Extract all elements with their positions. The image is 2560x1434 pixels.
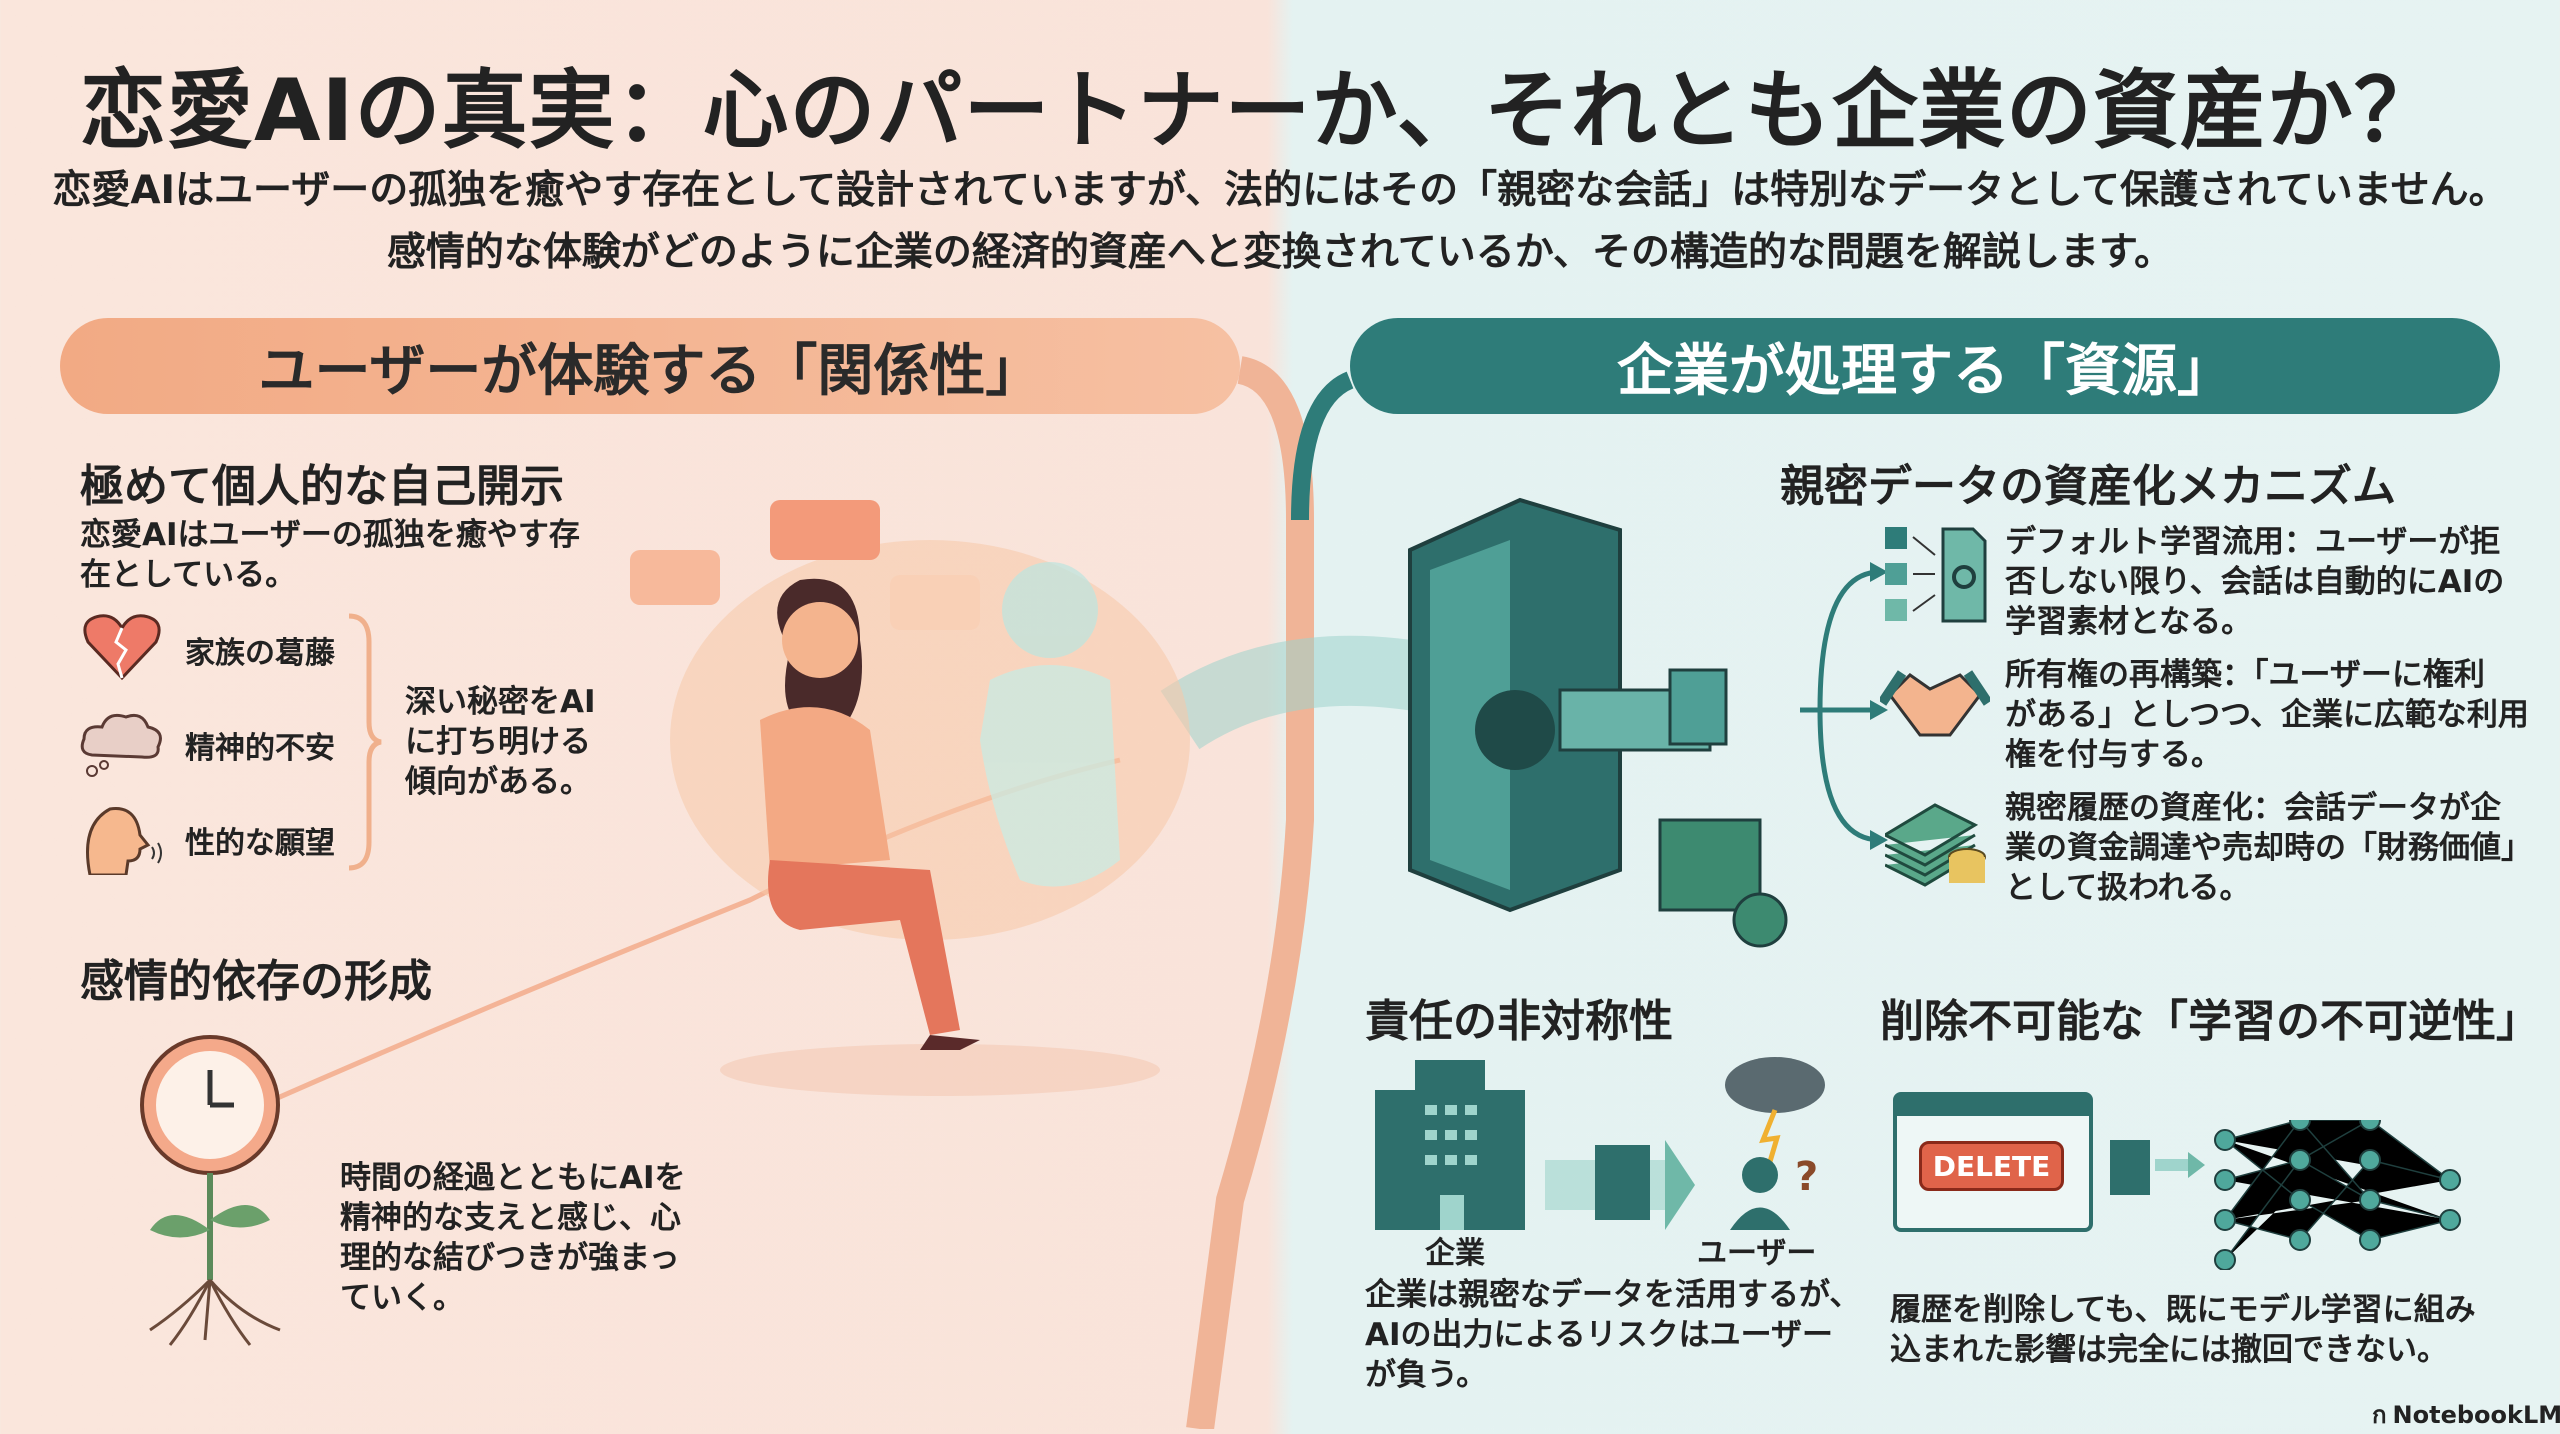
- disclosure-desc: 恋愛AIはユーザーの孤独を癒やす存 在としている。: [80, 515, 580, 595]
- right-section-header: 企業が処理する「資源」: [1350, 318, 2500, 414]
- thought-cloud-icon: [80, 713, 162, 777]
- broken-heart-icon: [83, 614, 161, 681]
- item-line: 親密履歴の資産化：会話データが企: [2005, 790, 2501, 826]
- building-icon: [1375, 1060, 1525, 1230]
- company-to-user-risk-illustration: ?: [1375, 1057, 1825, 1230]
- delete-button[interactable]: DELETE: [1919, 1141, 2064, 1191]
- item-line: デフォルト学習流用：ユーザーが拒: [2005, 524, 2501, 560]
- desc-line: 履歴を削除しても、既にモデル学習に組み: [1890, 1292, 2476, 1328]
- desc-line: 企業は親密なデータを活用するが、: [1365, 1277, 1861, 1313]
- subtitle-line: 恋愛AIはユーザーの孤独を癒やす存在として設計されていますが、法的にはその「親密…: [52, 168, 2508, 213]
- summary-line: に打ち明ける: [405, 724, 591, 760]
- desc-line: が負う。: [1365, 1357, 1488, 1393]
- clock-plant-icon: [140, 1035, 281, 1346]
- woman-figure: [760, 578, 980, 1050]
- user-label: ユーザー: [1697, 1236, 1817, 1271]
- item-line: 所有権の再構築：「ユーザーに権利: [2005, 657, 2485, 693]
- money-stack-icon: [1885, 803, 1986, 887]
- item-line: 否しない限り、会話は自動的にAIの: [2005, 564, 2505, 600]
- summary-line: 深い秘密をAI: [405, 684, 596, 720]
- user-with-ai-companion-illustration: [630, 500, 1190, 1096]
- desc-line: ていく。: [340, 1280, 464, 1316]
- svg-text:?: ?: [1795, 1154, 1818, 1200]
- speaking-head-icon: [86, 807, 162, 875]
- company-label: 企業: [1425, 1236, 1485, 1271]
- dependence-desc: 時間の経過とともにAIを 精神的な支えと感じ、心 理的な結びつきが強まっ ていく…: [340, 1158, 686, 1318]
- mechanism-item-default-training: デフォルト学習流用：ユーザーが拒 否しない限り、会話は自動的にAIの 学習素材と…: [2005, 522, 2504, 642]
- desc-line: 精神的な支えと感じ、心: [340, 1200, 681, 1236]
- item-line: 学習素材となる。: [2005, 604, 2253, 640]
- left-section-header: ユーザーが体験する「関係性」: [60, 318, 1240, 414]
- disclosure-heading: 極めて個人的な自己開示: [80, 461, 564, 512]
- asymmetry-heading: 責任の非対称性: [1365, 996, 1673, 1047]
- brace-icon: [348, 613, 382, 871]
- mechanism-item-assetization: 親密履歴の資産化：会話データが企 業の資金調達や売却時の「財務価値」 として扱わ…: [2005, 788, 2532, 908]
- ai-companion-figure: [980, 562, 1120, 887]
- user-icon: ?: [1730, 1154, 1818, 1230]
- item-line: 権を付与する。: [2005, 737, 2222, 773]
- desc-line: 理的な結びつきが強まっ: [340, 1240, 680, 1276]
- item-line: として扱われる。: [2005, 870, 2251, 906]
- item-line: 業の資金調達や売却時の「財務価値」: [2005, 830, 2532, 866]
- disclosure-summary: 深い秘密をAI に打ち明ける 傾向がある。: [405, 682, 596, 802]
- mechanism-heading: 親密データの資産化メカニズム: [1780, 461, 2396, 512]
- server-icon: [1408, 497, 1788, 948]
- irreversibility-desc: 履歴を削除しても、既にモデル学習に組み 込まれた影響は完全には撤回できない。: [1890, 1290, 2476, 1370]
- browser-window: DELETE: [1893, 1092, 2093, 1232]
- brand-text: NotebookLM: [2392, 1400, 2560, 1429]
- dependence-heading: 感情的依存の形成: [80, 956, 432, 1007]
- handshake-icon: [1880, 670, 1990, 737]
- notebooklm-logo-icon: ก: [2372, 1401, 2387, 1429]
- desc-line: 込まれた影響は完全には撤回できない。: [1890, 1332, 2448, 1368]
- item-line: がある」としつつ、企業に広範な利用: [2005, 697, 2529, 733]
- window-titlebar: [1897, 1096, 2089, 1116]
- branch-arrows: [1800, 562, 1888, 850]
- cash-stack-icon: [1658, 818, 1788, 948]
- item-family-conflict: 家族の葛藤: [185, 636, 335, 671]
- subtitle-line: 感情的な体験がどのように企業の経済的資産へと変換されているか、その構造的な問題を…: [386, 230, 2174, 275]
- asymmetry-desc: 企業は親密なデータを活用するが、 AIの出力によるリスクはユーザー が負う。: [1365, 1275, 1860, 1395]
- subtitle: 恋愛AIはユーザーの孤独を癒やす存在として設計されていますが、法的にはその「親密…: [0, 160, 2560, 284]
- mechanism-item-ownership: 所有権の再構築：「ユーザーに権利 がある」としつつ、企業に広範な利用 権を付与す…: [2005, 655, 2529, 775]
- item-sexual-desire: 性的な願望: [185, 826, 335, 861]
- neural-network-icon: [2110, 1120, 2461, 1270]
- desc-line: AIの出力によるリスクはユーザー: [1365, 1317, 1833, 1353]
- document-icon: [1595, 1145, 1650, 1220]
- item-mental-anxiety: 精神的不安: [185, 731, 335, 766]
- desc-line: 在としている。: [80, 557, 297, 593]
- desc-line: 恋愛AIはユーザーの孤独を癒やす存: [80, 517, 580, 553]
- desc-line: 時間の経過とともにAIを: [340, 1160, 686, 1196]
- data-to-document-icon: [1885, 527, 1987, 623]
- irreversibility-heading: 削除不可能な「学習の不可逆性」: [1880, 996, 2540, 1047]
- page-title: 恋愛AIの真実：心のパートナーか、それとも企業の資産か？: [80, 61, 2441, 161]
- storm-cloud-icon: [1725, 1057, 1825, 1166]
- summary-line: 傾向がある。: [405, 764, 591, 800]
